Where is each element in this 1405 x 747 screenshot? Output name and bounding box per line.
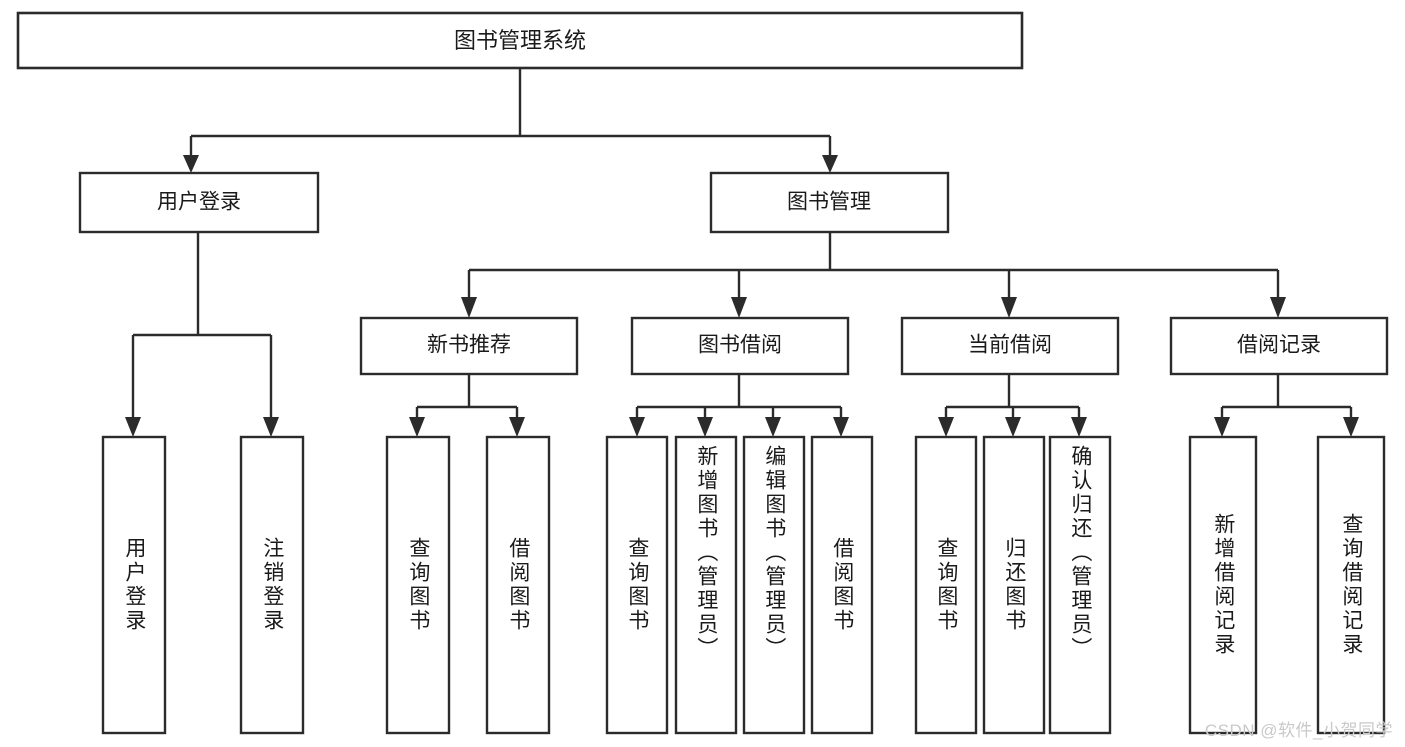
node-borrow-records-box[interactable] [1169,316,1389,376]
node-borrow-records[interactable]: 借阅记录 [1169,316,1389,376]
arrow-head-leaf-borrow-1 [697,417,713,437]
leaf-box-user-login-1[interactable] [239,435,305,735]
node-root-label: 图书管理系统 [454,28,586,53]
leaf-box-new-book-0[interactable] [385,435,451,735]
arrow-head-leaf-new-book-1 [509,417,525,437]
arrow-head-leaf-borrow-2 [765,417,781,437]
arrow-head-leaf-records-0 [1214,417,1230,437]
node-new-book-recommend-label: 新书推荐 [427,334,511,357]
arrow-head-leaf-current-2 [1071,417,1087,437]
connector-layer [125,68,1359,437]
node-current-borrow[interactable]: 当前借阅 [900,316,1120,376]
node-book-management-label: 图书管理 [787,191,871,214]
node-user-login-box[interactable] [78,171,320,234]
leaf-box-borrow-0[interactable] [605,435,669,735]
arrow-head-new-book [461,297,477,318]
arrow-head-leaf-user-login-0 [125,417,141,437]
arrow-head-book-mgmt [822,155,838,173]
node-borrow-records-label: 借阅记录 [1237,334,1321,357]
node-current-borrow-box[interactable] [900,316,1120,376]
node-book-management[interactable]: 图书管理 [709,171,950,234]
arrow-head-borrow [731,297,747,318]
node-root-box[interactable] [16,11,1024,70]
arrow-head-leaf-user-login-1 [263,417,279,437]
node-book-borrow[interactable]: 图书借阅 [630,316,850,376]
node-user-login-label: 用户登录 [157,191,241,214]
leaf-box-current-0[interactable] [914,435,978,735]
node-book-borrow-label: 图书借阅 [698,334,782,357]
arrow-head-leaf-current-1 [1005,417,1021,437]
node-book-management-box[interactable] [709,171,950,234]
arrow-head-user-login [183,155,199,173]
leaf-boxes-layer [101,435,1386,735]
leaf-box-borrow-2[interactable] [742,435,806,735]
arrow-head-leaf-borrow-0 [629,417,645,437]
arrow-head-records [1270,297,1286,318]
node-root[interactable]: 图书管理系统 [16,11,1024,70]
arrow-head-current [1001,297,1017,318]
node-book-borrow-box[interactable] [630,316,850,376]
leaf-box-current-2[interactable] [1048,435,1112,735]
leaf-box-borrow-3[interactable] [810,435,874,735]
leaf-box-records-0[interactable] [1188,435,1258,735]
leaf-box-current-1[interactable] [982,435,1046,735]
node-user-login[interactable]: 用户登录 [78,171,320,234]
node-new-book-recommend-box[interactable] [359,316,579,376]
arrow-head-leaf-new-book-0 [409,417,425,437]
arrow-head-leaf-records-1 [1343,417,1359,437]
leaf-box-records-1[interactable] [1316,435,1386,735]
node-current-borrow-label: 当前借阅 [968,334,1052,357]
leaf-box-user-login-0[interactable] [101,435,167,735]
arrow-head-leaf-current-0 [938,417,954,437]
leaf-box-new-book-1[interactable] [485,435,551,735]
arrow-head-leaf-borrow-3 [833,417,849,437]
leaf-box-borrow-1[interactable] [674,435,738,735]
csdn-watermark: CSDN @软件_小贺同学 [1204,721,1393,740]
node-new-book-recommend[interactable]: 新书推荐 [359,316,579,376]
